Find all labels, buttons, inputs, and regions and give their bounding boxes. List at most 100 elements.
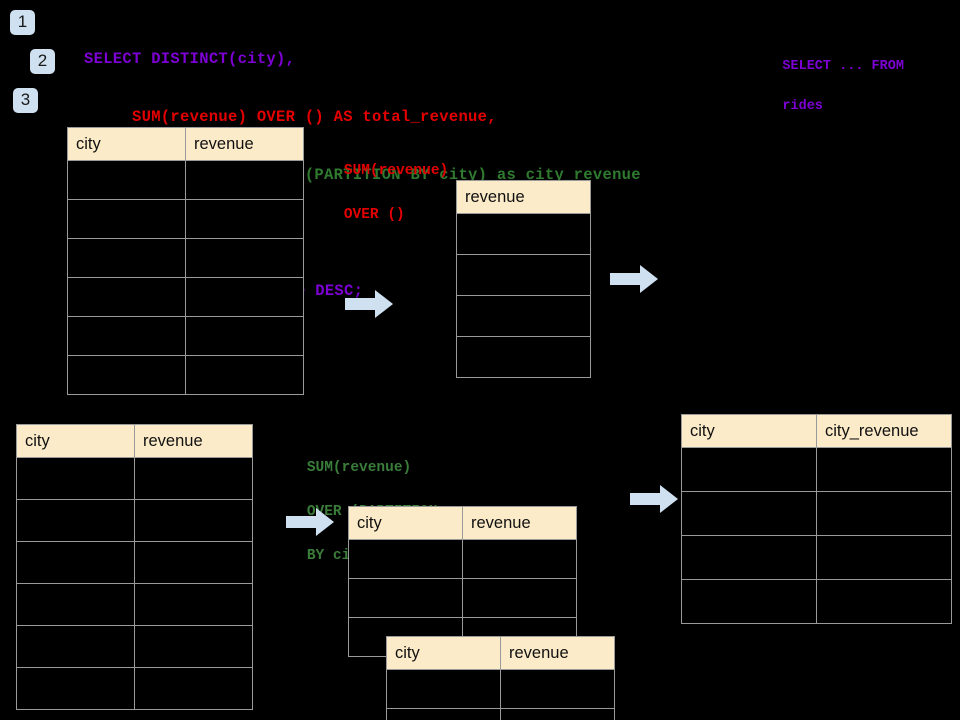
cell-city [681,535,817,580]
table-row [456,295,591,337]
table-partition-group-b: city revenue [386,636,615,720]
table-header-row: revenue [456,180,591,214]
cell-revenue [185,277,304,317]
table-partition-group-a: city revenue [348,506,577,657]
cell-city-revenue [816,491,952,536]
table-row [16,499,253,542]
annotation-total-revenue-line-2: OVER () [343,207,405,223]
cell-city [16,541,135,584]
side-note-line-1: SELECT ... FROM [782,59,904,74]
table-row [67,355,304,395]
table-body [681,447,952,624]
cell-revenue [185,355,304,395]
cell-city [67,277,186,317]
table-header-row: city revenue [67,127,304,161]
arrow-total-to-final-icon [610,265,658,293]
table-row [456,336,591,378]
table-header-row: city city_revenue [681,414,952,448]
cell-revenue [134,667,253,710]
cell-revenue [185,199,304,239]
table-body [386,669,615,720]
column-header-city: city [67,127,186,161]
table-row [456,213,591,255]
arrow-partition-to-final-icon [630,485,678,513]
table-row [348,578,577,618]
cell-city-revenue [816,447,952,492]
column-header-revenue: revenue [185,127,304,161]
table-row [386,708,615,720]
cell-revenue [134,625,253,668]
step-badge-3: 3 [13,88,38,113]
table-row [16,625,253,668]
cell-city [681,579,817,624]
cell-city [67,238,186,278]
cell-revenue [456,213,591,255]
cell-revenue [134,541,253,584]
cell-city [348,578,463,618]
table-row [67,238,304,278]
step-badge-2: 2 [30,49,55,74]
step-badge-1: 1 [10,10,35,35]
cell-city [16,667,135,710]
table-row [681,535,952,580]
cell-revenue [456,295,591,337]
column-header-city: city [16,424,135,458]
cell-revenue [134,583,253,626]
table-row [16,583,253,626]
side-note-line-2: rides [782,99,823,114]
cell-revenue [456,254,591,296]
table-row [67,160,304,200]
table-row [67,199,304,239]
cell-city [348,539,463,579]
arrow-source-to-total-icon [345,290,393,318]
table-row [681,491,952,536]
cell-revenue [462,578,577,618]
cell-city [67,160,186,200]
sql-line-total-revenue: SUM(revenue) OVER () AS total_revenue, [132,108,497,126]
table-body [456,213,591,378]
column-header-city-revenue: city_revenue [816,414,952,448]
column-header-city: city [348,506,463,540]
table-row [16,457,253,500]
column-header-revenue: revenue [456,180,591,214]
column-header-revenue: revenue [134,424,253,458]
sql-line-select: SELECT DISTINCT(city), [84,50,296,68]
table-total-revenue-result: revenue [456,180,591,378]
cell-city [386,708,501,720]
table-row [681,447,952,492]
table-body [16,457,253,710]
cell-city [16,457,135,500]
cell-city [386,669,501,709]
table-row [67,277,304,317]
table-rides-source-top: city revenue [67,127,304,395]
cell-city [681,491,817,536]
cell-revenue [500,669,615,709]
table-header-row: city revenue [386,636,615,670]
table-row [348,539,577,579]
cell-city [16,625,135,668]
column-header-city: city [681,414,817,448]
table-body [67,160,304,395]
table-row [16,541,253,584]
cell-revenue [462,539,577,579]
table-row [681,579,952,624]
table-header-row: city revenue [348,506,577,540]
cell-city [67,355,186,395]
column-header-city: city [386,636,501,670]
annotation-total-revenue-line-1: SUM(revenue) [343,163,449,179]
cell-city [681,447,817,492]
table-header-row: city revenue [16,424,253,458]
side-note-select-from: SELECT ... FROM rides [750,37,904,137]
table-row [16,667,253,710]
cell-city [67,316,186,356]
cell-revenue [185,316,304,356]
cell-revenue [185,238,304,278]
cell-city-revenue [816,579,952,624]
table-row [386,669,615,709]
cell-revenue [134,457,253,500]
cell-city [67,199,186,239]
arrow-source-to-partition-icon [286,508,334,536]
table-rides-source-bottom: city revenue [16,424,253,710]
column-header-revenue: revenue [500,636,615,670]
